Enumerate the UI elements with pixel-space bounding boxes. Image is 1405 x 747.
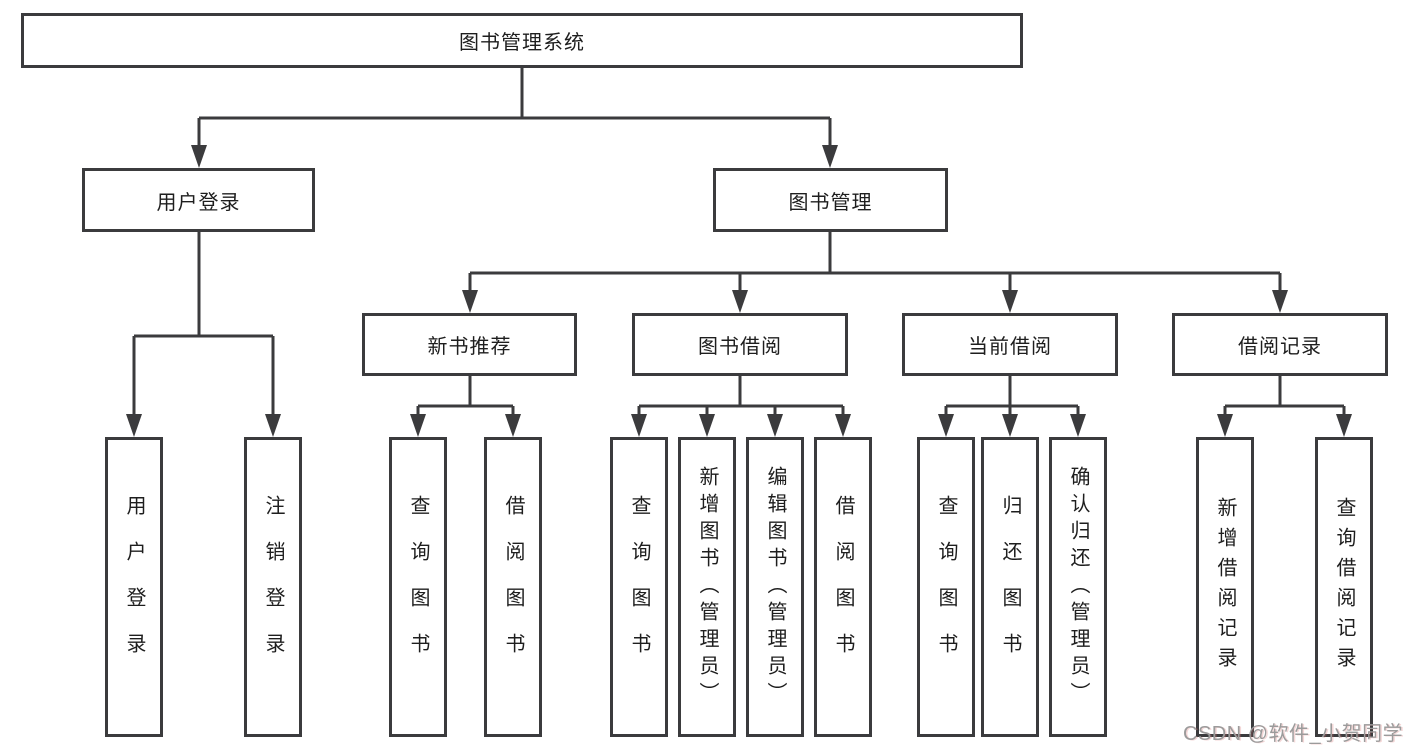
arrowhead-icons bbox=[126, 145, 1352, 437]
node-label: 确认归还（管理员） bbox=[1067, 465, 1089, 709]
node-book-borrowing: 图书借阅 bbox=[632, 313, 848, 376]
node-label: 新增借阅记录 bbox=[1214, 497, 1236, 677]
leaf-user-login: 用户登录 bbox=[105, 437, 163, 737]
node-label: 借阅图书 bbox=[502, 495, 524, 679]
node-user-login: 用户登录 bbox=[82, 168, 315, 232]
node-root-library-system: 图书管理系统 bbox=[21, 13, 1023, 68]
node-label: 图书管理系统 bbox=[459, 32, 585, 54]
leaf-add-borrow-record: 新增借阅记录 bbox=[1196, 437, 1254, 737]
node-new-book-recommend: 新书推荐 bbox=[362, 313, 577, 376]
node-label: 图书借阅 bbox=[698, 336, 782, 358]
node-borrowing-records: 借阅记录 bbox=[1172, 313, 1388, 376]
leaf-edit-books-admin: 编辑图书（管理员） bbox=[746, 437, 804, 737]
node-label: 查询图书 bbox=[935, 495, 957, 679]
node-label: 查询图书 bbox=[628, 495, 650, 679]
node-label: 用户登录 bbox=[123, 495, 145, 679]
node-label: 借阅记录 bbox=[1238, 336, 1322, 358]
leaf-confirm-return-admin: 确认归还（管理员） bbox=[1049, 437, 1107, 737]
node-label: 查询图书 bbox=[407, 495, 429, 679]
node-label: 编辑图书（管理员） bbox=[764, 465, 786, 709]
node-label: 当前借阅 bbox=[968, 336, 1052, 358]
watermark: CSDN @软件_小贺同学 bbox=[1183, 723, 1404, 745]
node-label: 查询借阅记录 bbox=[1333, 497, 1355, 677]
node-label: 注销登录 bbox=[262, 495, 284, 679]
node-label: 新增图书（管理员） bbox=[696, 465, 718, 709]
node-current-borrowing: 当前借阅 bbox=[902, 313, 1118, 376]
leaf-borrow-books-recommend: 借阅图书 bbox=[484, 437, 542, 737]
node-book-management: 图书管理 bbox=[713, 168, 948, 232]
leaf-query-books-recommend: 查询图书 bbox=[389, 437, 447, 737]
leaf-query-books-current: 查询图书 bbox=[917, 437, 975, 737]
leaf-query-borrow-record: 查询借阅记录 bbox=[1315, 437, 1373, 737]
node-label: 归还图书 bbox=[999, 495, 1021, 679]
node-label: 用户登录 bbox=[156, 191, 241, 214]
leaf-add-books-admin: 新增图书（管理员） bbox=[678, 437, 736, 737]
node-label: 新书推荐 bbox=[427, 336, 512, 358]
leaf-return-books: 归还图书 bbox=[981, 437, 1039, 737]
leaf-borrow-books-borrowing: 借阅图书 bbox=[814, 437, 872, 737]
node-label: 图书管理 bbox=[788, 191, 873, 214]
leaf-query-books-borrowing: 查询图书 bbox=[610, 437, 668, 737]
leaf-logout: 注销登录 bbox=[244, 437, 302, 737]
node-label: 借阅图书 bbox=[832, 495, 854, 679]
